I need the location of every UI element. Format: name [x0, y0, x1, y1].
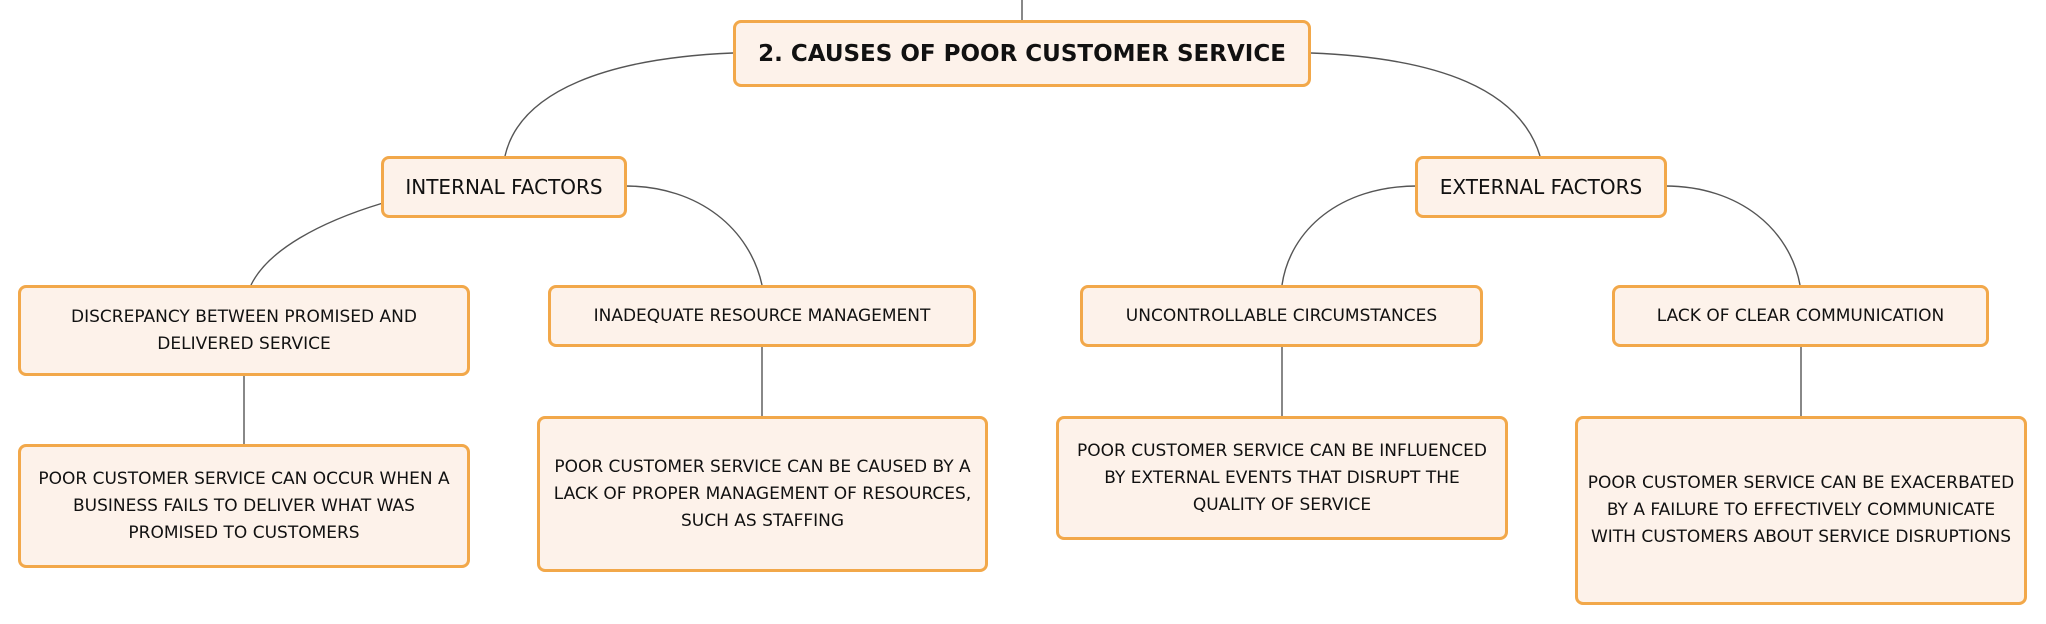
- connector-internal-to-discrepancy: [250, 202, 384, 286]
- subtopic-lack-of-clear-communication[interactable]: LACK OF CLEAR COMMUNICATION: [1612, 285, 1989, 347]
- subtopic-label: LACK OF CLEAR COMMUNICATION: [1656, 305, 1945, 326]
- branch-external-factors[interactable]: EXTERNAL FACTORS: [1415, 156, 1667, 218]
- root-topic[interactable]: 2. CAUSES OF POOR CUSTOMER SERVICE: [733, 20, 1311, 87]
- detail-inadequate-resource-management[interactable]: POOR CUSTOMER SERVICE CAN BE CAUSED BY A…: [537, 416, 988, 572]
- detail-lack-of-clear-communication[interactable]: POOR CUSTOMER SERVICE CAN BE EXACERBATED…: [1575, 416, 2027, 605]
- branch-label: EXTERNAL FACTORS: [1439, 175, 1643, 199]
- detail-text: POOR CUSTOMER SERVICE CAN OCCUR WHEN A B…: [38, 468, 450, 543]
- detail-discrepancy[interactable]: POOR CUSTOMER SERVICE CAN OCCUR WHEN A B…: [18, 444, 470, 568]
- subtopic-discrepancy[interactable]: DISCREPANCY BETWEEN PROMISED AND DELIVER…: [18, 285, 470, 376]
- subtopic-inadequate-resource-management[interactable]: INADEQUATE RESOURCE MANAGEMENT: [548, 285, 976, 347]
- branch-label: INTERNAL FACTORS: [405, 175, 603, 199]
- subtopic-uncontrollable-circumstances[interactable]: UNCONTROLLABLE CIRCUMSTANCES: [1080, 285, 1483, 347]
- connector-external-to-communication: [1664, 185, 1801, 286]
- detail-text: POOR CUSTOMER SERVICE CAN BE CAUSED BY A…: [553, 456, 972, 531]
- subtopic-label: INADEQUATE RESOURCE MANAGEMENT: [593, 305, 931, 326]
- connector-root-to-external: [1310, 52, 1541, 157]
- connector-external-to-uncontrollable: [1281, 185, 1418, 286]
- connector-root-to-internal: [504, 52, 734, 157]
- connector-internal-to-resource: [624, 185, 763, 286]
- detail-text: POOR CUSTOMER SERVICE CAN BE EXACERBATED…: [1587, 473, 2015, 547]
- root-topic-label: 2. CAUSES OF POOR CUSTOMER SERVICE: [758, 40, 1286, 67]
- detail-text: POOR CUSTOMER SERVICE CAN BE INFLUENCED …: [1077, 440, 1487, 515]
- detail-uncontrollable-circumstances[interactable]: POOR CUSTOMER SERVICE CAN BE INFLUENCED …: [1056, 416, 1508, 540]
- branch-internal-factors[interactable]: INTERNAL FACTORS: [381, 156, 627, 218]
- subtopic-label: DISCREPANCY BETWEEN PROMISED AND DELIVER…: [71, 306, 417, 354]
- subtopic-label: UNCONTROLLABLE CIRCUMSTANCES: [1125, 305, 1438, 326]
